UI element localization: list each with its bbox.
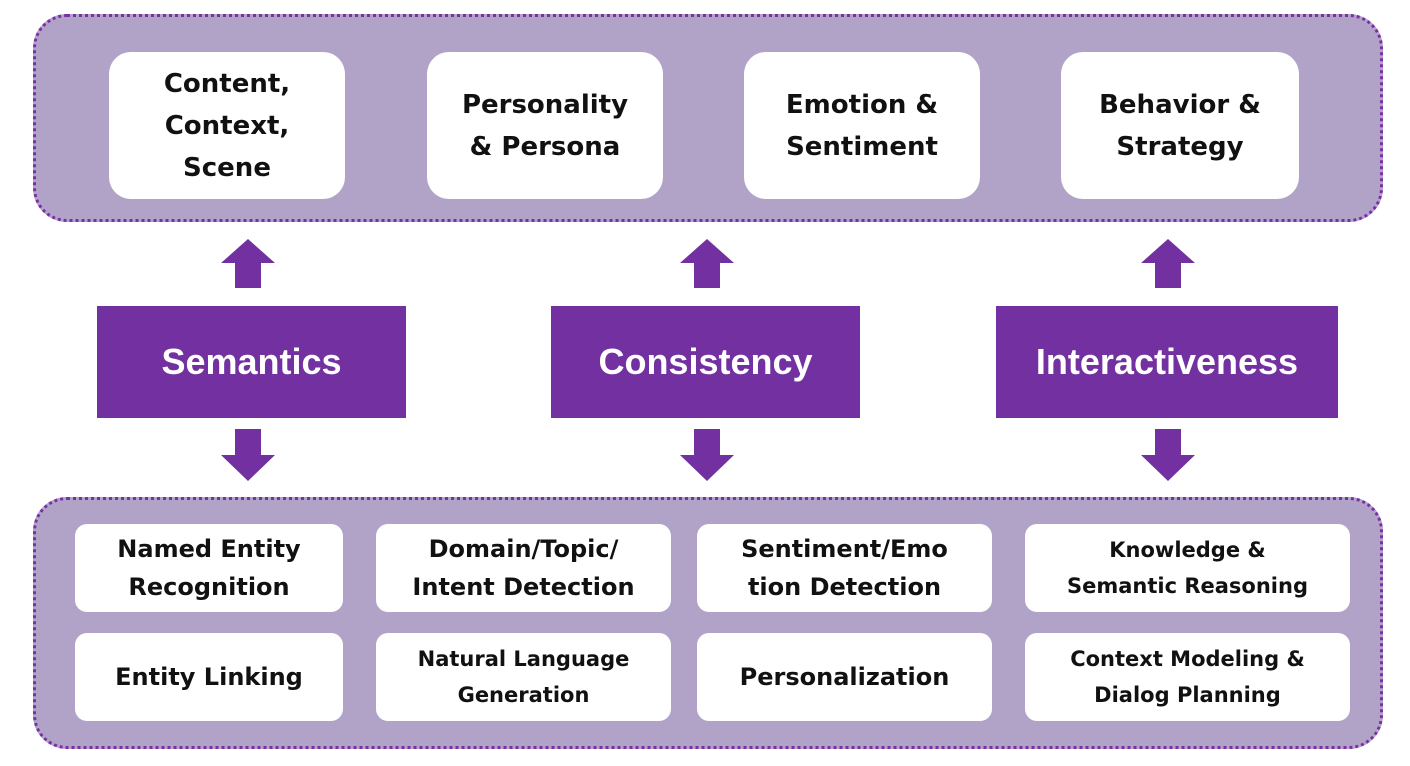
- pillar-consistency: Consistency: [551, 306, 860, 418]
- task-entity-linking: Entity Linking: [75, 633, 343, 721]
- top-box-content-context-scene: Content, Context, Scene: [109, 52, 345, 199]
- task-domain-topic-intent-detection: Domain/Topic/ Intent Detection: [376, 524, 671, 612]
- up-arrow-interactiveness-icon: [1141, 239, 1195, 288]
- top-box-emotion-sentiment: Emotion & Sentiment: [744, 52, 980, 199]
- task-sentiment-emotion-detection: Sentiment/Emo tion Detection: [697, 524, 992, 612]
- top-box-behavior-strategy: Behavior & Strategy: [1061, 52, 1299, 199]
- up-arrow-consistency-icon: [680, 239, 734, 288]
- task-context-modeling-dialog-planning: Context Modeling & Dialog Planning: [1025, 633, 1350, 721]
- task-knowledge-semantic-reasoning: Knowledge & Semantic Reasoning: [1025, 524, 1350, 612]
- pillar-semantics: Semantics: [97, 306, 406, 418]
- pillar-interactiveness: Interactiveness: [996, 306, 1338, 418]
- task-personalization: Personalization: [697, 633, 992, 721]
- down-arrow-semantics-icon: [221, 429, 275, 481]
- top-box-personality-persona: Personality & Persona: [427, 52, 663, 199]
- down-arrow-interactiveness-icon: [1141, 429, 1195, 481]
- up-arrow-semantics-icon: [221, 239, 275, 288]
- down-arrow-consistency-icon: [680, 429, 734, 481]
- task-natural-language-generation: Natural Language Generation: [376, 633, 671, 721]
- task-named-entity-recognition: Named Entity Recognition: [75, 524, 343, 612]
